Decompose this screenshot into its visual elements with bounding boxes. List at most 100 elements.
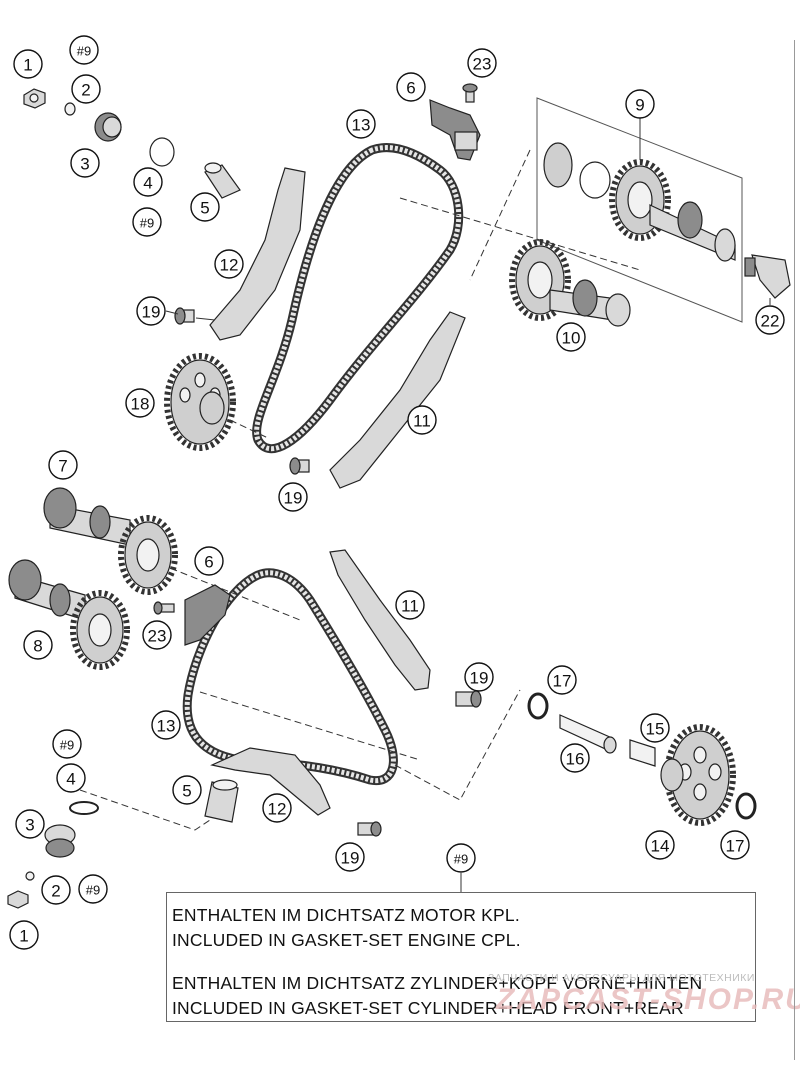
callout-number: 18 <box>131 395 150 414</box>
note-line-en-engine: INCLUDED IN GASKET-SET ENGINE CPL. <box>172 930 521 950</box>
watermark-caption: ЗАПЧАСТИ И АКСЕССУАРЫ ДЛЯ МОТОТЕХНИКИ <box>488 972 755 984</box>
callout-circle <box>142 620 172 650</box>
sprocket-part-14 <box>660 724 736 826</box>
callout-number: 19 <box>470 669 489 688</box>
callout-number: 4 <box>143 174 152 193</box>
callout-number: 8 <box>33 637 42 656</box>
assembly-line-upper-2 <box>469 149 531 281</box>
callout-1: 1 <box>9 920 39 950</box>
cam-sensor-part-6 <box>429 99 481 161</box>
lower-chain-links <box>184 570 396 784</box>
callout-number: 16 <box>566 750 585 769</box>
callout-number: 17 <box>553 672 572 691</box>
spacer-part-16-end <box>603 736 617 754</box>
reference-label: #9 <box>454 852 468 867</box>
assembly-line-upper-1 <box>399 197 641 271</box>
callout-circle <box>720 830 750 860</box>
callout-7: 7 <box>48 450 78 480</box>
reference-circle <box>52 729 82 759</box>
callout-circle <box>15 809 45 839</box>
callout-number: 3 <box>25 816 34 835</box>
callout-5: 5 <box>172 775 202 805</box>
callout-circle <box>395 590 425 620</box>
callout-12: 12 <box>262 793 292 823</box>
callout-circle <box>467 48 497 78</box>
callout-number: 12 <box>268 800 287 819</box>
callout-4: 4 <box>133 167 163 197</box>
callout-circle <box>41 875 71 905</box>
callout-6: 6 <box>194 546 224 576</box>
callout-number: 2 <box>51 882 60 901</box>
callout-3: 3 <box>70 148 100 178</box>
callout-19: 19 <box>464 662 494 692</box>
plug-part-3 <box>94 112 122 142</box>
sensor-part-22 <box>744 254 791 299</box>
callout-circle <box>71 74 101 104</box>
bolt-part-23-upper <box>462 83 478 103</box>
callout-circle <box>214 249 244 279</box>
callout-circle <box>125 388 155 418</box>
callout-circle <box>9 920 39 950</box>
assembly-line-lower-4 <box>79 789 211 831</box>
callout-10: 10 <box>556 322 586 352</box>
callout-circle <box>151 710 181 740</box>
tensioner-piston-part-5-lower <box>204 779 239 823</box>
reference-circle <box>69 35 99 65</box>
page-edge-rule <box>794 40 795 1060</box>
reference-circle <box>78 874 108 904</box>
callout-circle <box>194 546 224 576</box>
callout-circle <box>645 830 675 860</box>
callout-circle <box>640 713 670 743</box>
nut-part-1 <box>23 88 46 109</box>
callout-circle <box>755 305 785 335</box>
note-line-de-engine: ENTHALTEN IM DICHTSATZ MOTOR KPL. <box>172 905 520 925</box>
callout-number: 19 <box>284 489 303 508</box>
plug-part-3-lower <box>44 824 76 858</box>
callout-number: 17 <box>726 837 745 856</box>
guide-rail-part-11-upper <box>329 311 466 489</box>
callout-circle <box>262 793 292 823</box>
bolt-part-19-lower-right <box>455 690 482 708</box>
reference-marker: #9 <box>69 35 99 65</box>
guide-rail-part-12-lower <box>210 747 331 816</box>
reference-label: #9 <box>140 216 154 231</box>
callout-13: 13 <box>346 109 376 139</box>
callout-number: 15 <box>646 720 665 739</box>
callout-circle <box>190 192 220 222</box>
camshaft-part-10 <box>509 239 631 327</box>
callout-2: 2 <box>71 74 101 104</box>
callout-number: 14 <box>651 837 670 856</box>
reference-marker: #9 <box>78 874 108 904</box>
callout-number: 23 <box>473 55 492 74</box>
callout-14: 14 <box>645 830 675 860</box>
cam-sensor-part-6-lower <box>184 584 231 646</box>
callout-3: 3 <box>15 809 45 839</box>
callout-number: 1 <box>19 927 28 946</box>
reference-circle <box>446 843 476 873</box>
callout-2: 2 <box>41 875 71 905</box>
assembly-line-lower-2 <box>199 691 421 761</box>
callout-circle <box>56 763 86 793</box>
callout-number: 13 <box>157 717 176 736</box>
callout-circle <box>70 148 100 178</box>
callout-number: 9 <box>635 96 644 115</box>
camshaft-part-8 <box>8 559 130 670</box>
callout-circle <box>48 450 78 480</box>
callout-17: 17 <box>547 665 577 695</box>
washer-part-2 <box>64 102 76 116</box>
callout-23: 23 <box>467 48 497 78</box>
callout-number: 23 <box>148 627 167 646</box>
reference-marker: #9 <box>132 207 162 237</box>
bolt-part-19-upper-right <box>289 457 310 475</box>
callout-circle <box>23 630 53 660</box>
washer-part-17-lower <box>735 792 757 820</box>
callout-number: 22 <box>761 312 780 331</box>
camshaft-part-9 <box>543 142 736 262</box>
callout-circle <box>133 167 163 197</box>
callout-circle <box>560 743 590 773</box>
callout-17: 17 <box>720 830 750 860</box>
o-ring-part-4-lower <box>69 801 99 815</box>
callout-8: 8 <box>23 630 53 660</box>
bushing-part-15 <box>629 739 656 767</box>
